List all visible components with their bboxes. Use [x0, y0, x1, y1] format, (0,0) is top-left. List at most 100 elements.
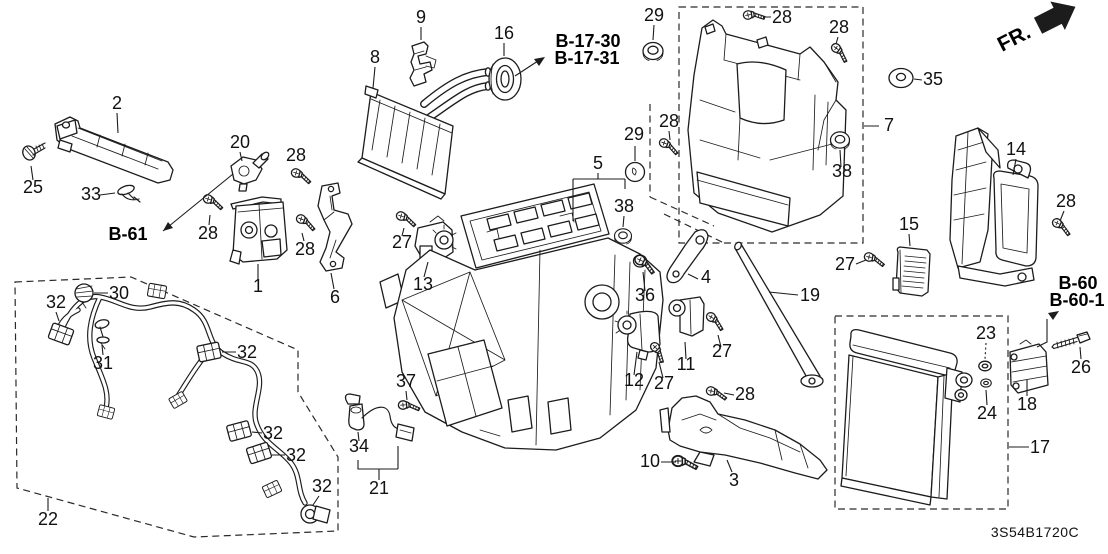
connector-32 — [225, 419, 253, 443]
connector — [146, 282, 168, 300]
diagram-code: 3S54B1720C — [991, 524, 1079, 540]
callout-22: 22 — [38, 509, 58, 529]
part-33-clip — [117, 184, 141, 203]
callout-11: 11 — [677, 354, 696, 374]
part-38-grommet — [829, 131, 851, 150]
callout-30: 30 — [109, 283, 129, 303]
screw-37 — [397, 398, 421, 414]
screw-28 — [656, 136, 682, 156]
connector-32 — [195, 341, 223, 363]
part-17-evaporator — [840, 328, 973, 506]
callout-labels: 2 25 33 20 28 28 1 28 6 27 13 9 8 16 29 … — [23, 5, 1091, 529]
callout-25: 25 — [23, 177, 43, 197]
ref-label-b-60-1: B-60-1 — [1049, 290, 1104, 310]
screw-27 — [702, 310, 729, 332]
part-6-bracket — [317, 182, 353, 272]
callout-28: 28 — [1056, 191, 1076, 211]
callout-29: 29 — [644, 5, 664, 25]
part-16-grommet — [488, 57, 522, 101]
connector — [261, 479, 283, 499]
reference-labels: B-17-30 B-17-31 B-61 B-60 B-60-1 — [108, 31, 1104, 310]
part-19-rod — [734, 241, 824, 388]
screw-27 — [394, 210, 419, 228]
heater-unit-body — [379, 212, 664, 451]
ref-label-b-60: B-60 — [1058, 273, 1097, 293]
part-26-bolt — [1051, 331, 1091, 350]
callout-28: 28 — [286, 145, 306, 165]
callout-10: 10 — [640, 451, 660, 471]
callout-28: 28 — [659, 111, 679, 131]
callout-31: 31 — [93, 353, 113, 373]
part-7-housing — [687, 19, 847, 233]
callout-28: 28 — [829, 17, 849, 37]
part-24-oring — [980, 378, 992, 388]
part-1-motor-assembly — [229, 196, 288, 265]
callout-13: 13 — [413, 274, 433, 294]
callout-18: 18 — [1017, 394, 1037, 414]
screw-10 — [671, 455, 699, 471]
part-34-sensor — [344, 393, 415, 442]
callout-33: 33 — [81, 184, 101, 204]
group-box-17 — [834, 315, 1009, 510]
callout-32: 32 — [263, 423, 283, 443]
callout-24: 24 — [977, 403, 997, 423]
screw-28 — [289, 167, 314, 185]
group-box-7 — [678, 6, 864, 244]
fr-direction-indicator: FR. — [994, 1, 1076, 57]
callout-37: 37 — [396, 371, 416, 391]
callout-26: 26 — [1071, 357, 1091, 377]
group-box-22 — [14, 276, 339, 538]
callout-17: 17 — [1030, 437, 1050, 457]
part-12-motor — [614, 310, 661, 361]
callout-38: 38 — [832, 161, 852, 181]
part-29-seal — [624, 161, 646, 183]
assembly-group-boxes — [14, 6, 1009, 538]
part-31-clip — [94, 319, 110, 350]
fastener-screws — [201, 7, 1075, 471]
connector-32 — [47, 322, 75, 346]
part-14-housing — [949, 127, 1039, 287]
callout-14: 14 — [1006, 139, 1026, 159]
callout-36: 36 — [635, 285, 655, 305]
callout-3: 3 — [729, 470, 739, 490]
connector-32 — [245, 441, 273, 465]
fr-arrow-icon — [1033, 1, 1076, 34]
callout-29: 29 — [624, 124, 644, 144]
callout-28: 28 — [772, 7, 792, 27]
callout-8: 8 — [370, 47, 380, 67]
ref-label-b-17-30: B-17-30 — [555, 31, 620, 51]
fr-label: FR. — [994, 21, 1035, 57]
callout-32: 32 — [286, 445, 306, 465]
part-23-oring — [978, 360, 992, 372]
part-4-bracket — [666, 229, 709, 284]
projection-lines — [649, 104, 725, 244]
callout-27: 27 — [712, 341, 732, 361]
part-22-harness — [47, 282, 331, 524]
ref-label-b-61: B-61 — [108, 224, 147, 244]
part-29-grommet — [642, 41, 664, 62]
screw-28 — [1049, 216, 1075, 237]
callout-38: 38 — [614, 196, 634, 216]
callout-28: 28 — [735, 384, 755, 404]
connector-32-ring — [300, 504, 331, 524]
connector — [168, 390, 188, 410]
ref-label-b-17-31: B-17-31 — [554, 48, 619, 68]
callout-27: 27 — [835, 254, 855, 274]
callout-34: 34 — [349, 436, 369, 456]
connector — [96, 404, 116, 420]
part-15-resistor — [892, 246, 931, 297]
callout-16: 16 — [494, 23, 514, 43]
part-9-bracket — [409, 41, 437, 87]
callout-28: 28 — [198, 223, 218, 243]
part-2-bracket — [54, 116, 174, 184]
callout-19: 19 — [800, 285, 820, 305]
screw-27 — [862, 251, 887, 268]
callout-12: 12 — [624, 370, 644, 390]
screw-28 — [293, 212, 319, 232]
part-25-bolt — [22, 142, 46, 161]
callout-7: 7 — [884, 115, 894, 135]
part-8-heater-core — [357, 67, 492, 200]
callout-23: 23 — [976, 323, 996, 343]
